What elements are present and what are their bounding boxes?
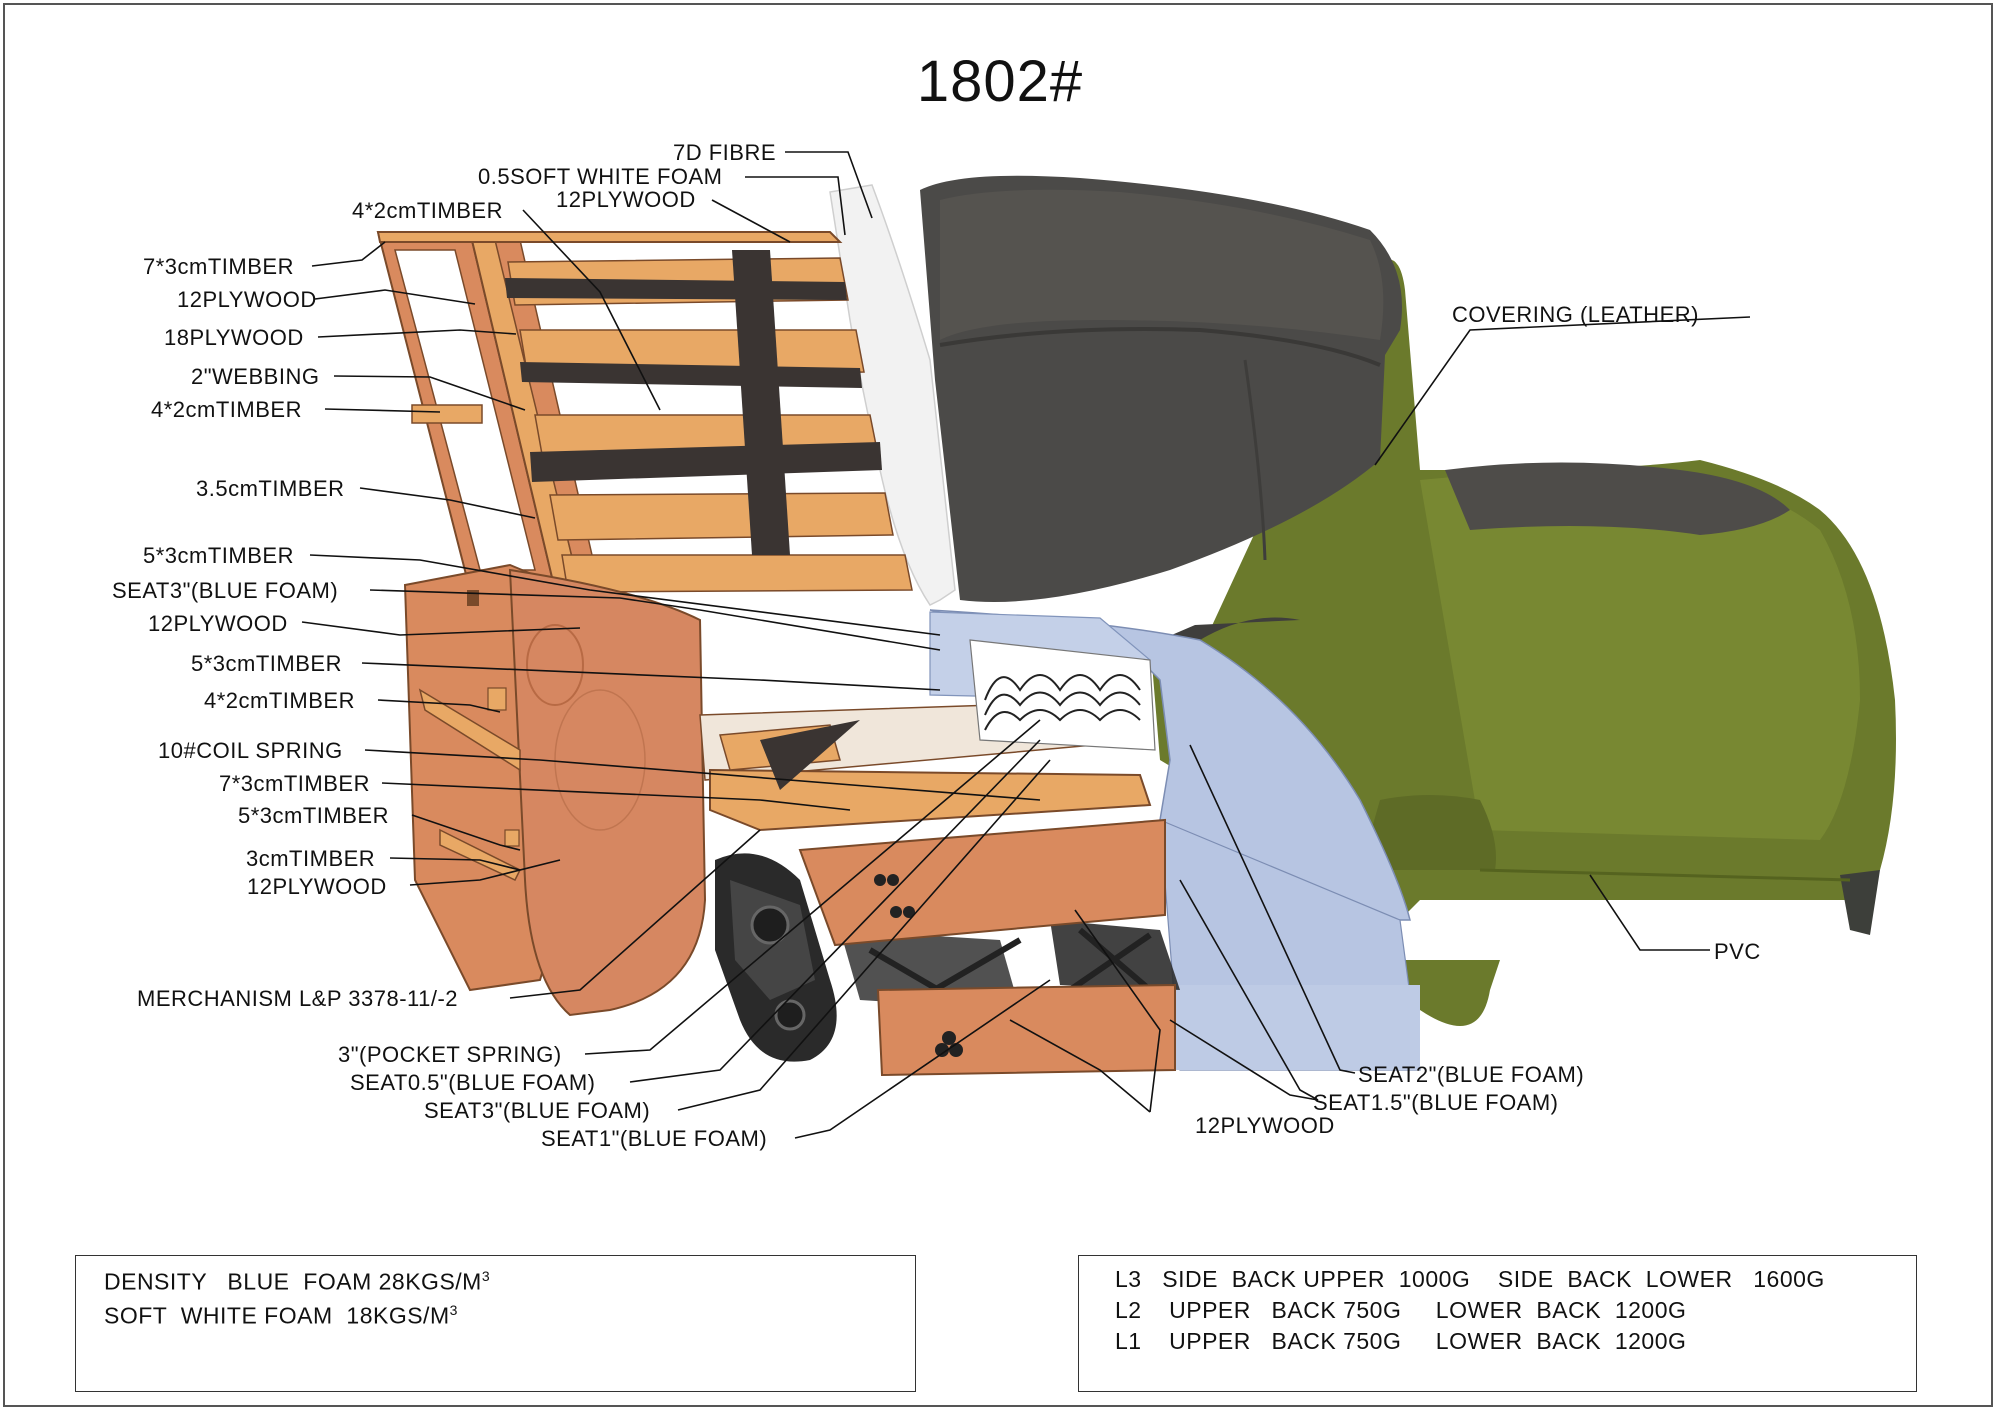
label-7x3-timber-b: 7*3cmTIMBER	[219, 771, 370, 796]
label-top-4x2-timber: 4*2cmTIMBER	[352, 198, 503, 223]
recliner-mechanism	[715, 853, 1180, 1062]
label-covering-leather: COVERING (LEATHER)	[1452, 302, 1699, 327]
label-7d-fibre: 7D FIBRE	[673, 140, 776, 165]
label-soft-white-foam: 0.5SOFT WHITE FOAM	[478, 164, 723, 189]
label-seat1-blue-foam: SEAT1"(BLUE FOAM)	[541, 1126, 767, 1151]
foam-density-note: DENSITY BLUE FOAM 28KGS/M3 SOFT WHITE FO…	[75, 1255, 916, 1392]
label-4x2-timber-b: 4*2cmTIMBER	[204, 688, 355, 713]
white-fibre-layer	[829, 184, 956, 606]
label-seat15-blue-foam: SEAT1.5"(BLUE FOAM)	[1313, 1090, 1559, 1115]
label-12plywood-bottom: 12PLYWOOD	[1195, 1113, 1335, 1138]
label-12plywood-a: 12PLYWOOD	[177, 287, 317, 312]
density-line-2: SOFT WHITE FOAM 18KGS/M3	[104, 1302, 458, 1329]
label-seat3-blue-foam-a: SEAT3"(BLUE FOAM)	[112, 578, 338, 603]
seat-frame	[699, 639, 1156, 832]
label-3-5-timber: 3.5cmTIMBER	[196, 476, 345, 501]
leader-lines	[301, 151, 1751, 1139]
density-line-1: DENSITY BLUE FOAM 28KGS/M3	[104, 1268, 491, 1295]
sofa-back-leather	[920, 175, 1790, 640]
label-pocket-spring: 3"(POCKET SPRING)	[338, 1042, 562, 1067]
label-5x3-timber-a: 5*3cmTIMBER	[143, 543, 294, 568]
label-12plywood-b: 12PLYWOOD	[148, 611, 288, 636]
label-18plywood: 18PLYWOOD	[164, 325, 304, 350]
fibre-weights-note: L3 SIDE BACK UPPER 1000G SIDE BACK LOWER…	[1078, 1255, 1917, 1392]
part-labels: 7D FIBRE 0.5SOFT WHITE FOAM 4*2cmTIMBER …	[112, 140, 1761, 1151]
label-4x2-timber-a: 4*2cmTIMBER	[151, 397, 302, 422]
diagram-frame	[3, 3, 1993, 1407]
label-5x3-timber-b: 5*3cmTIMBER	[191, 651, 342, 676]
model-title: 1802#	[916, 49, 1084, 114]
label-3cm-timber: 3cmTIMBER	[246, 846, 375, 871]
label-seat2-blue-foam: SEAT2"(BLUE FOAM)	[1358, 1062, 1584, 1087]
label-pvc: PVC	[1714, 939, 1761, 964]
back-frame	[376, 231, 913, 593]
label-12plywood-c: 12PLYWOOD	[247, 874, 387, 899]
label-5x3-timber-c: 5*3cmTIMBER	[238, 803, 389, 828]
label-seat3-blue-foam-b: SEAT3"(BLUE FOAM)	[424, 1098, 650, 1123]
label-mechanism: MERCHANISM L&P 3378-11/-2	[137, 986, 458, 1011]
weights-line-l1: L1 UPPER BACK 750G LOWER BACK 1200G	[1115, 1328, 1687, 1354]
label-seat05-blue-foam: SEAT0.5"(BLUE FOAM)	[350, 1070, 596, 1095]
footrest-plywood	[798, 818, 1176, 1077]
label-7x3-timber-top: 7*3cmTIMBER	[143, 254, 294, 279]
weights-line-l3: L3 SIDE BACK UPPER 1000G SIDE BACK LOWER…	[1115, 1266, 1825, 1292]
label-webbing: 2"WEBBING	[191, 364, 319, 389]
label-top-12plywood: 12PLYWOOD	[556, 187, 696, 212]
weights-line-l2: L2 UPPER BACK 750G LOWER BACK 1200G	[1115, 1297, 1687, 1323]
label-coil-spring: 10#COIL SPRING	[158, 738, 343, 763]
